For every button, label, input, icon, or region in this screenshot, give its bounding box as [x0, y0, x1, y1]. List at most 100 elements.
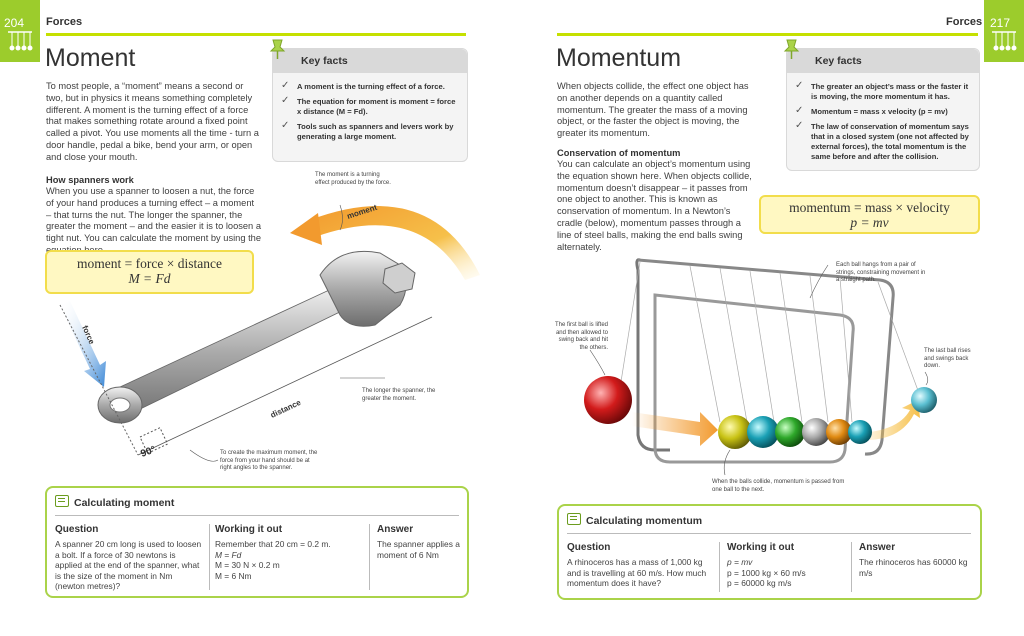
distance-label: distance: [269, 398, 303, 420]
chapter-tab-left: [0, 0, 40, 62]
ball: [848, 420, 872, 444]
ball: [718, 415, 752, 449]
equation-line: momentum = mass × velocity: [789, 200, 950, 215]
calc-rule: [567, 533, 971, 534]
angle-label: 90°: [139, 444, 157, 460]
question-heading: Question: [567, 542, 611, 553]
tick-icon: ✓: [281, 95, 290, 106]
key-fact: ✓The greater an object’s mass or the fas…: [795, 80, 969, 102]
moment-arrowhead: [290, 213, 322, 245]
annotation-moment: The moment is a turning effect produced …: [315, 172, 391, 186]
answer-text: The rhinoceros has 60000 kg m/s: [859, 557, 968, 578]
working-line: p = mv: [727, 557, 753, 567]
body-paragraph: You can calculate an object’s momentum u…: [557, 159, 752, 252]
moment-equation-box: moment = force × distance M = Fd: [45, 250, 254, 294]
pushpin-icon: [269, 39, 286, 59]
calc-title: Calculating moment: [74, 497, 175, 509]
leader-strings: [809, 264, 829, 299]
nut: [382, 262, 416, 294]
ball: [826, 419, 852, 445]
key-fact-text: The equation for moment is moment = forc…: [297, 97, 456, 116]
answer-text: The spanner applies a moment of 6 Nm: [377, 539, 460, 560]
key-facts-box: Key facts ✓The greater an object’s mass …: [783, 39, 980, 171]
key-fact-text: Momentum = mass x velocity (p = mv): [811, 107, 948, 116]
column-divider: [209, 524, 210, 590]
intro-paragraph: When objects collide, the effect one obj…: [557, 81, 749, 139]
strings: [619, 261, 921, 423]
calc-heading: Calculating momentum: [567, 513, 702, 527]
page-title: Moment: [45, 44, 136, 72]
spanner-figure: moment force distance 90°: [59, 203, 480, 462]
newtons-cradle-icon: [992, 31, 1017, 51]
rebound-arrow: [870, 400, 920, 440]
answer-heading: Answer: [377, 524, 414, 535]
page-title: Momentum: [556, 44, 682, 72]
calc-title: Calculating momentum: [586, 515, 703, 527]
working-heading: Working it out: [215, 524, 283, 535]
key-fact-text: A moment is the turning effect of a forc…: [297, 82, 445, 91]
working-line: p = 60000 kg m/s: [727, 578, 792, 589]
ball: [747, 416, 779, 448]
newtons-cradle-figure: [584, 258, 937, 476]
subheading: How spanners work: [46, 175, 134, 185]
calculating-momentum-box: Calculating momentum Question A rhinocer…: [557, 504, 982, 600]
key-fact: ✓The law of conservation of momentum say…: [795, 120, 969, 162]
last-ball: [911, 387, 937, 413]
key-fact: ✓ Tools such as spanners and levers work …: [281, 120, 457, 142]
pushpin-icon: [783, 39, 800, 59]
ball: [775, 417, 805, 447]
leader-right-angle: [189, 449, 219, 462]
momentum-equation-box: momentum = mass × velocity p = mv: [759, 195, 980, 234]
key-facts-title: Key facts: [815, 55, 862, 67]
moment-arrow: [310, 206, 480, 280]
working-text: Remember that 20 cm = 0.2 m. M = Fd M = …: [215, 539, 365, 581]
leader-first: [589, 349, 606, 376]
force-line: [59, 304, 139, 456]
tick-icon: ✓: [281, 120, 290, 131]
force-arrow: [60, 301, 106, 387]
key-fact: ✓ A moment is the turning effect of a for…: [281, 80, 457, 92]
newtons-cradle-icon: [8, 31, 33, 51]
leader-moment: [339, 204, 343, 231]
header-rule: [46, 33, 466, 36]
working-text: p = mv p = 1000 kg × 60 m/s p = 60000 kg…: [727, 557, 845, 589]
equation-symbolic: M = Fd: [128, 271, 171, 286]
equation-line: moment = force × distance: [77, 256, 222, 271]
calculator-icon: [567, 513, 581, 525]
first-ball: [584, 376, 632, 424]
working-line: M = 6 Nm: [215, 570, 252, 581]
tick-icon: ✓: [795, 120, 804, 131]
leader-collide: [723, 449, 731, 476]
intro-paragraph: To most people, a “moment” means a secon…: [46, 81, 259, 162]
page-number: 204: [4, 16, 25, 30]
column-divider: [719, 542, 720, 592]
question-text: A spanner 20 cm long is used to loosen a…: [55, 539, 202, 592]
key-facts-heading: Key facts: [269, 39, 467, 73]
calc-heading: Calculating moment: [55, 495, 174, 509]
frame-top: [637, 258, 895, 456]
working-line: M = Fd: [215, 549, 242, 560]
calc-rule: [55, 515, 459, 516]
tick-icon: ✓: [795, 80, 804, 91]
body-paragraph: When you use a spanner to loosen a nut, …: [46, 186, 262, 255]
answer-heading: Answer: [859, 542, 896, 553]
working-line: M = 30 N × 0.2 m: [215, 560, 280, 571]
key-facts-heading: Key facts: [783, 39, 979, 73]
question-heading: Question: [55, 524, 99, 535]
page-number: 217: [990, 16, 1011, 30]
distance-line: [137, 316, 433, 456]
leader-last: [924, 371, 929, 386]
annotation-collide: When the balls collide, momentum is pass…: [712, 479, 845, 493]
working-heading: Working it out: [727, 542, 795, 553]
section-name: Forces: [946, 16, 983, 28]
tick-icon: ✓: [281, 80, 290, 91]
annotation-first: The first ball is lifted and then allowe…: [554, 322, 608, 351]
chapter-tab-right: [984, 0, 1024, 62]
working-line: Remember that 20 cm = 0.2 m.: [215, 539, 331, 549]
annotation-longer: The longer the spanner, the greater the …: [362, 388, 436, 402]
key-fact: ✓ The equation for moment is moment = for…: [281, 95, 457, 117]
calculator-icon: [55, 495, 69, 507]
key-fact-text: Tools such as spanners and levers work b…: [297, 122, 454, 141]
equation-symbolic: p = mv: [850, 215, 889, 230]
annotation-strings: Each ball hangs from a pair of strings, …: [836, 262, 926, 283]
